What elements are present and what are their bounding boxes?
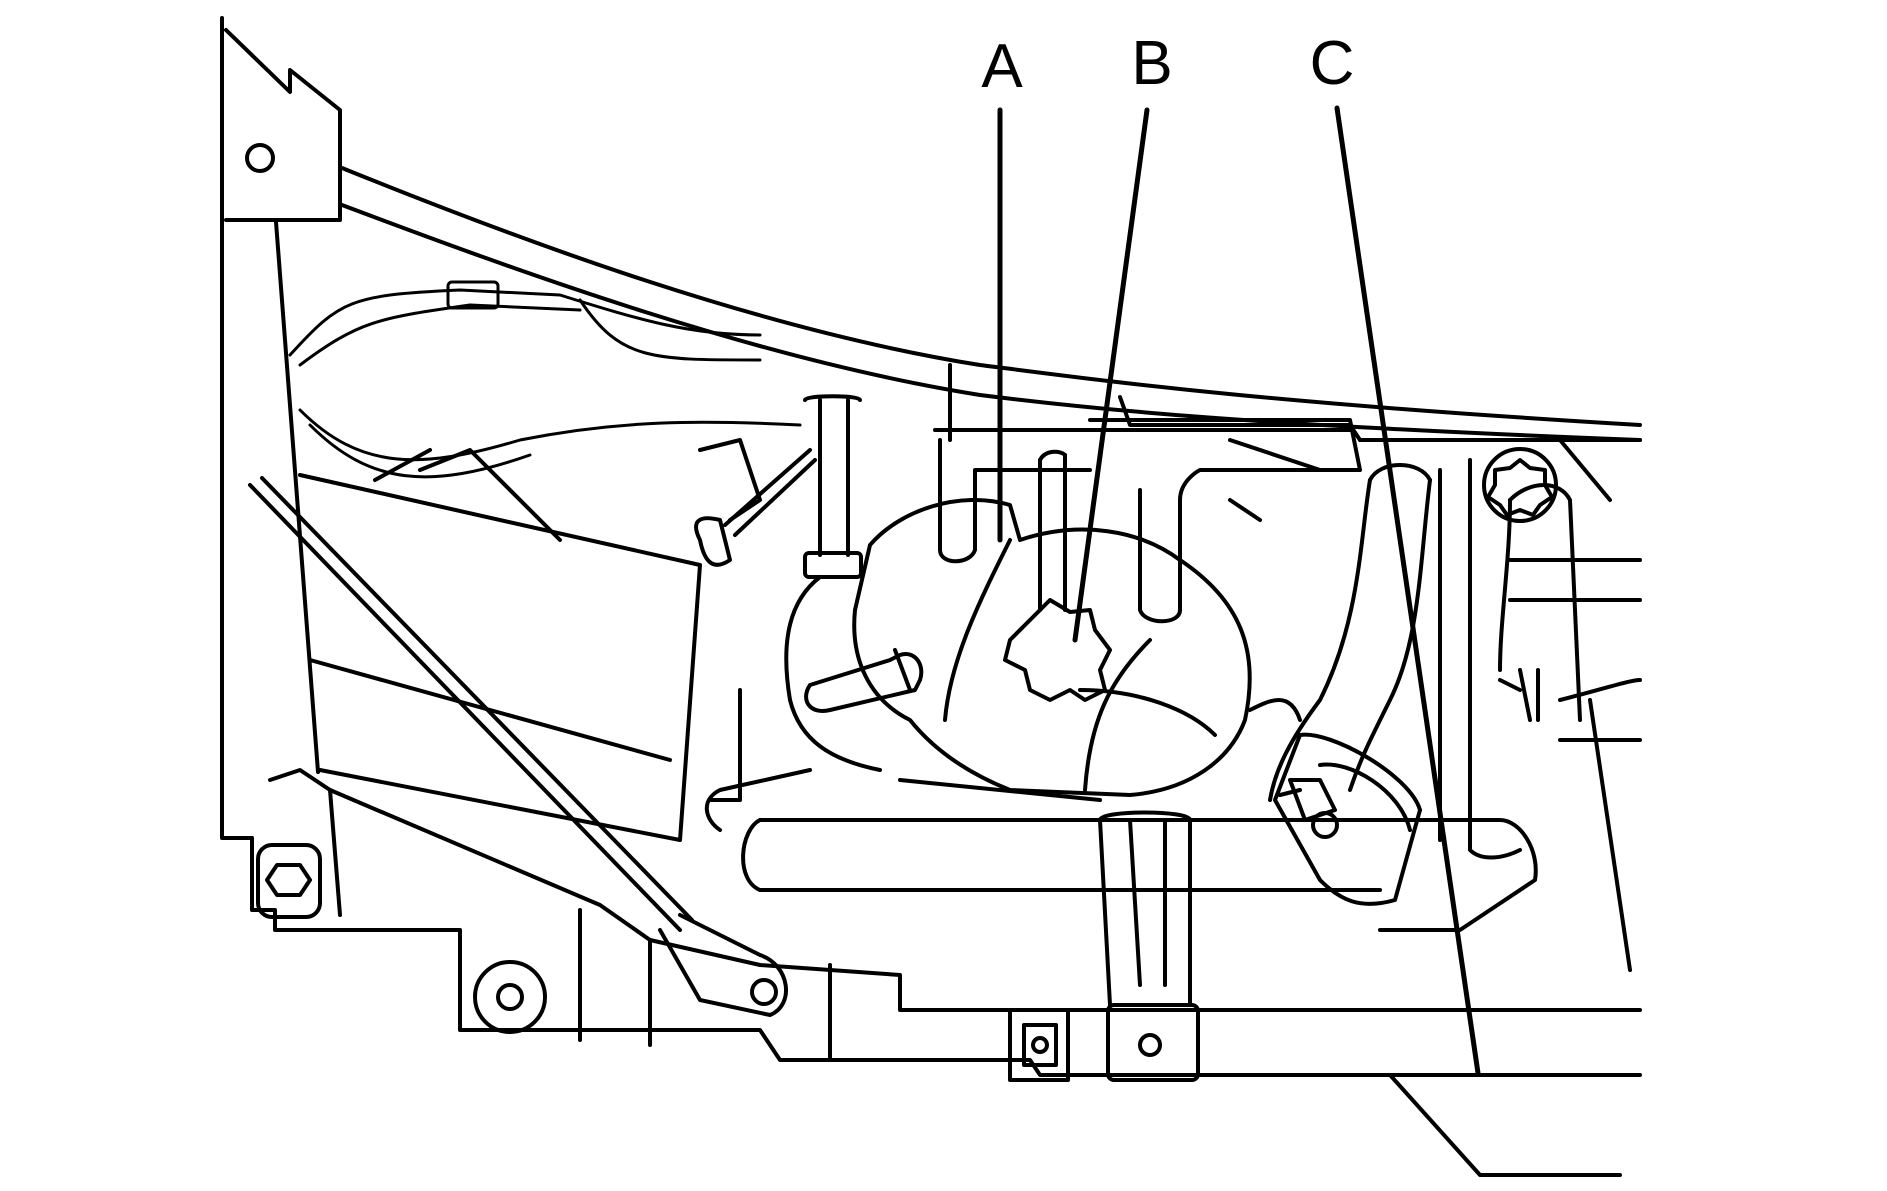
reservoir-hose-nozzle bbox=[804, 648, 924, 713]
bracket-bolt-square-2 bbox=[1106, 1003, 1200, 1082]
prop-rod-pivot-bolt bbox=[750, 978, 778, 1006]
torx-bolt-upper-right bbox=[1482, 447, 1558, 523]
upper-radiator-hose bbox=[1268, 463, 1432, 906]
lower-coolant-hose bbox=[704, 688, 1538, 932]
right-frame bbox=[1438, 438, 1642, 972]
sensor-tube bbox=[694, 438, 817, 567]
left-housing-box bbox=[298, 448, 702, 842]
hose-retaining-strap bbox=[1098, 810, 1192, 1007]
left-frame-bracket bbox=[220, 16, 342, 840]
bottom-bracket-bolts bbox=[1008, 1003, 1200, 1082]
callout-c: C bbox=[1310, 29, 1481, 1076]
pipe-clamp bbox=[803, 551, 863, 579]
callout-a-label: A bbox=[981, 32, 1023, 101]
callout-b-label: B bbox=[1131, 29, 1172, 98]
reservoir-support-bracket bbox=[933, 363, 1362, 624]
harness-connector bbox=[446, 280, 500, 310]
lower-mount-boss bbox=[473, 960, 547, 1034]
callout-a: A bbox=[981, 32, 1023, 543]
bracket-bolt-square-1-inner bbox=[1022, 1023, 1058, 1067]
clamp-screw bbox=[1311, 811, 1339, 839]
callout-c-leader bbox=[1334, 105, 1481, 1076]
callout-c-label: C bbox=[1310, 29, 1355, 98]
bracket-bolt-square-1 bbox=[1008, 1008, 1070, 1082]
lower-mount-bolt bbox=[496, 983, 524, 1011]
hose-clamp bbox=[1278, 778, 1339, 839]
frame-bolt-upper bbox=[245, 143, 275, 173]
hood-prop-rod bbox=[248, 476, 788, 1017]
wiring-harness bbox=[288, 280, 802, 479]
callout-b-leader bbox=[1072, 107, 1150, 643]
hex-bolt-lower-left bbox=[256, 843, 322, 919]
coolant-reservoir bbox=[852, 497, 1252, 797]
callout-b: B bbox=[1072, 29, 1173, 643]
lower-radiator-support bbox=[250, 768, 1642, 1177]
reservoir-mount-lines bbox=[1228, 438, 1322, 722]
vertical-coolant-pipe bbox=[784, 394, 882, 772]
upper-cowl-panel bbox=[340, 166, 1642, 442]
